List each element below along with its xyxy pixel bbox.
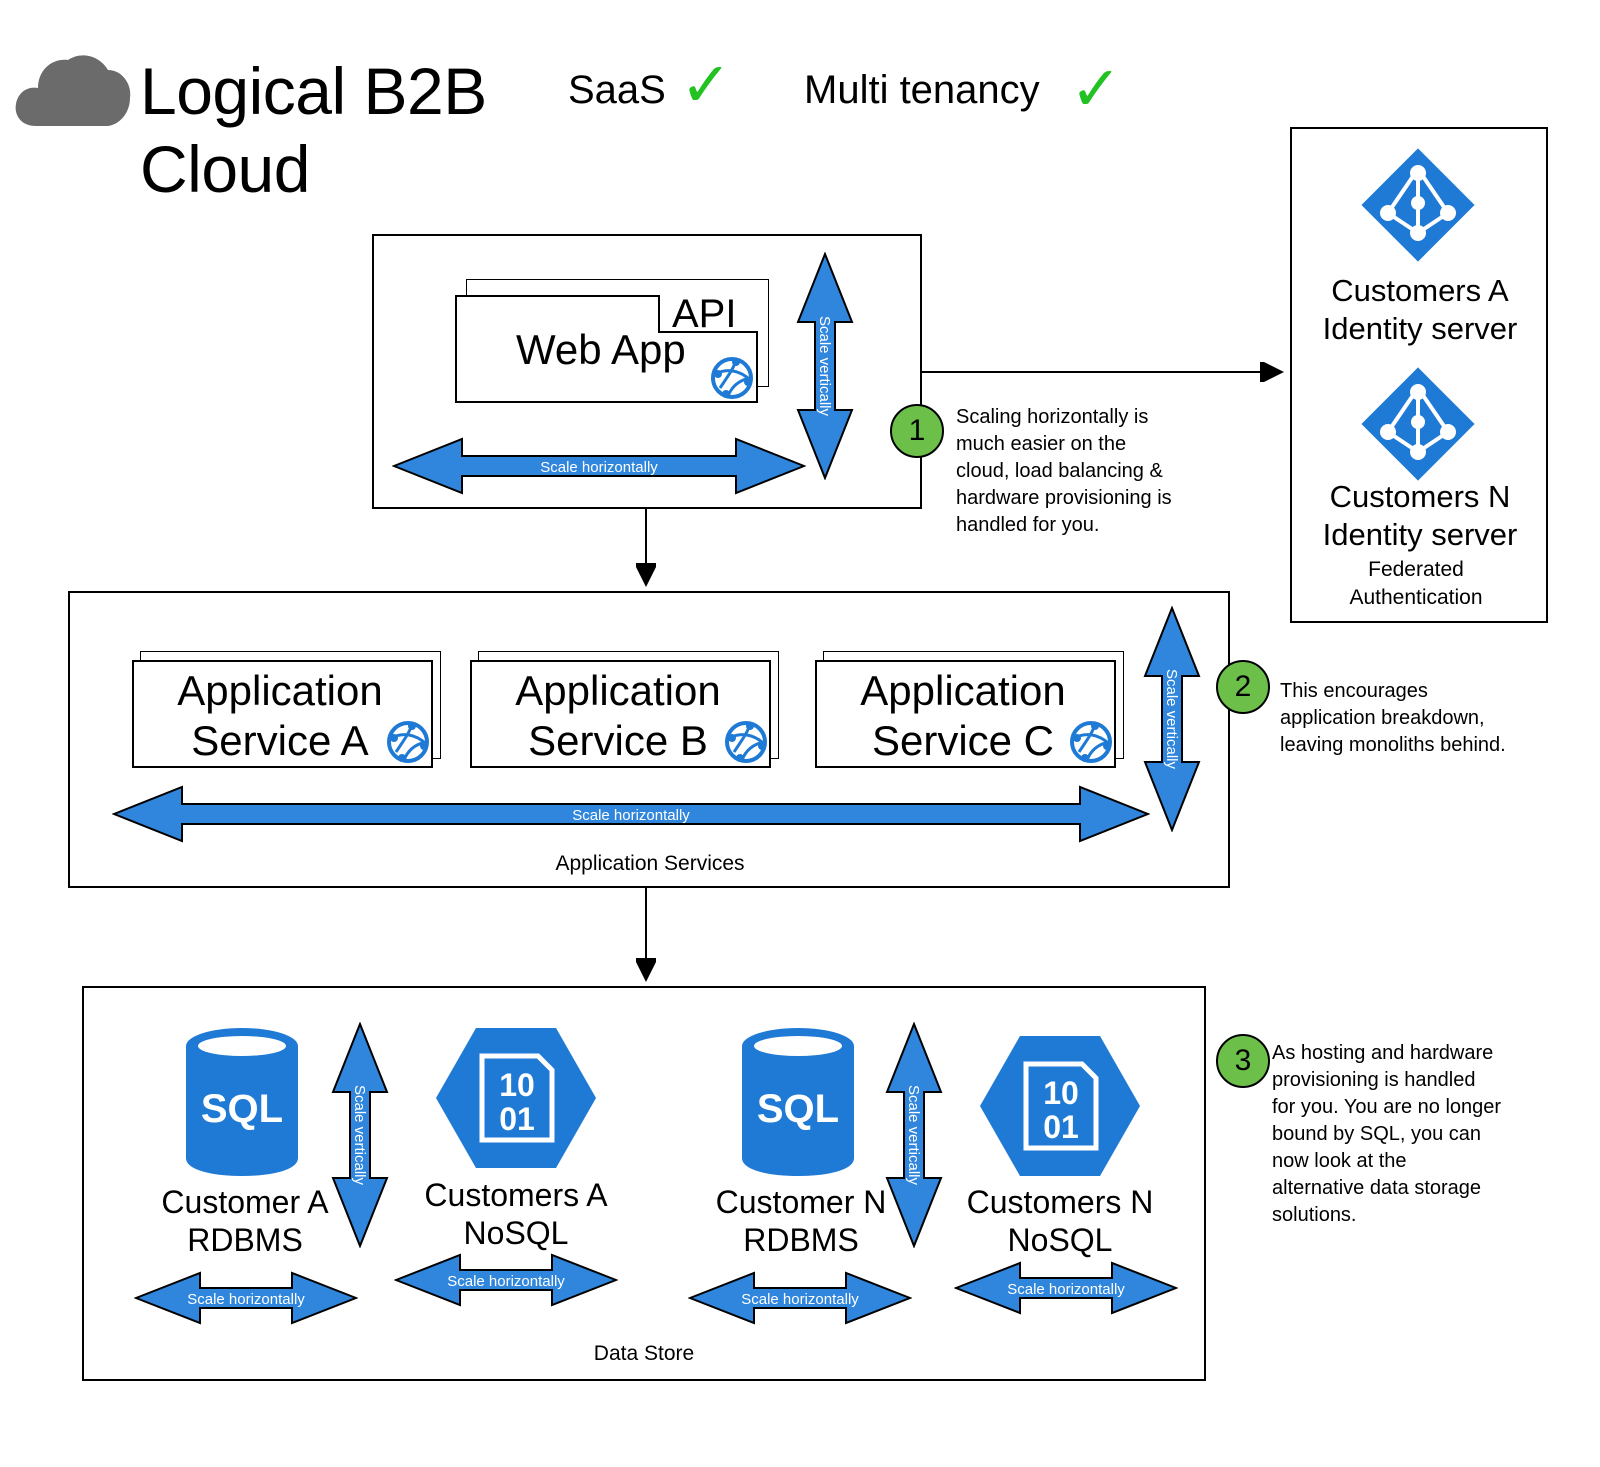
nosql-a-icon-line2: 01	[499, 1101, 535, 1137]
note-2-text: This encourages application breakdown, l…	[1280, 680, 1506, 756]
note-3-badge: 3	[1216, 1034, 1270, 1088]
web-to-identity-connector	[920, 362, 1284, 382]
nosql-a-icon-line1: 10	[499, 1067, 535, 1103]
nosql-n-icon: 10 01	[980, 1036, 1140, 1176]
data-store-caption: Data Store	[593, 1342, 695, 1365]
store-a-sql-scale-vertical-arrow: Scale vertically	[331, 1022, 389, 1248]
service-a-label: Application Service A	[177, 667, 383, 764]
note-1-text: Scaling horizontally is much easier on t…	[956, 406, 1172, 536]
federated-auth-label: Federated Authentication	[1349, 558, 1483, 609]
service-b-card	[470, 660, 771, 768]
multitenancy-label: Multi tenancy	[804, 68, 1040, 112]
page-title-line2: Cloud	[140, 132, 310, 206]
store-n-rdbms-label: Customer N RDBMS	[715, 1184, 887, 1258]
store-n-sql-scale-vertical-label: Scale vertically	[905, 1085, 922, 1186]
store-n-nosql-scale-horizontal-label: Scale horizontally	[1007, 1281, 1125, 1298]
web-scale-horizontal-label: Scale horizontally	[540, 459, 658, 476]
store-n-nosql-scale-horizontal-arrow: Scale horizontally	[954, 1261, 1178, 1315]
saas-check-icon: ✓	[680, 51, 732, 120]
nosql-n-icon-line2: 01	[1043, 1109, 1079, 1145]
page-title-line1: Logical B2B	[140, 54, 487, 128]
app-scale-vertical-label: Scale vertically	[1163, 669, 1180, 770]
store-a-nosql-scale-horizontal-arrow: Scale horizontally	[394, 1253, 618, 1307]
web-scale-vertical-label: Scale vertically	[816, 316, 833, 417]
saas-label: SaaS	[568, 68, 666, 112]
web-to-app-connector	[636, 509, 656, 587]
store-n-sql-scale-horizontal-arrow: Scale horizontally	[688, 1271, 912, 1325]
store-a-sql-scale-horizontal-label: Scale horizontally	[187, 1291, 305, 1308]
web-scale-horizontal-arrow: Scale horizontally	[392, 437, 806, 495]
note-2-badge: 2	[1216, 660, 1270, 714]
store-a-nosql-scale-horizontal-label: Scale horizontally	[447, 1273, 565, 1290]
service-a-card	[132, 660, 433, 768]
cloud-icon	[15, 55, 131, 127]
service-b-label: Application Service B	[515, 667, 721, 764]
identity-n-icon	[1361, 367, 1475, 481]
webapp-globe-icon	[711, 357, 753, 399]
app-scale-horizontal-arrow: Scale horizontally	[112, 785, 1150, 843]
identity-a-label: Customers A Identity server	[1322, 273, 1518, 346]
store-a-nosql-label: Customers A NoSQL	[424, 1177, 608, 1251]
service-c-card	[815, 660, 1116, 768]
app-scale-vertical-arrow: Scale vertically	[1143, 606, 1201, 832]
api-label: API	[672, 292, 737, 336]
note-3-text: As hosting and hardware provisioning is …	[1272, 1042, 1502, 1226]
store-a-sql-scale-horizontal-arrow: Scale horizontally	[134, 1271, 358, 1325]
service-c-globe-icon	[1070, 721, 1112, 763]
identity-n-label: Customers N Identity server	[1322, 479, 1518, 552]
sql-n-icon-text: SQL	[757, 1087, 839, 1131]
app-scale-horizontal-label: Scale horizontally	[572, 807, 690, 824]
multitenancy-check-icon: ✓	[1070, 55, 1122, 124]
store-n-sql-scale-horizontal-label: Scale horizontally	[741, 1291, 859, 1308]
note-1-badge: 1	[890, 404, 944, 458]
service-b-globe-icon	[725, 721, 767, 763]
sql-n-icon: SQL	[742, 1028, 854, 1176]
app-services-caption: Application Services	[555, 852, 745, 875]
app-to-datastore-connector	[636, 888, 656, 982]
store-a-rdbms-label: Customer A RDBMS	[161, 1184, 329, 1258]
sql-a-icon: SQL	[186, 1028, 298, 1176]
store-a-sql-scale-vertical-label: Scale vertically	[351, 1085, 368, 1186]
store-n-sql-scale-vertical-arrow: Scale vertically	[885, 1022, 943, 1248]
identity-a-icon	[1361, 148, 1475, 262]
webapp-label: Web App	[516, 326, 686, 373]
web-scale-vertical-arrow: Scale vertically	[796, 252, 854, 480]
nosql-a-icon: 10 01	[436, 1028, 596, 1168]
api-tag	[658, 295, 758, 333]
sql-a-icon-text: SQL	[201, 1087, 283, 1131]
store-n-nosql-label: Customers N NoSQL	[966, 1184, 1154, 1258]
service-c-label: Application Service C	[860, 667, 1066, 764]
service-a-globe-icon	[387, 721, 429, 763]
nosql-n-icon-line1: 10	[1043, 1075, 1079, 1111]
